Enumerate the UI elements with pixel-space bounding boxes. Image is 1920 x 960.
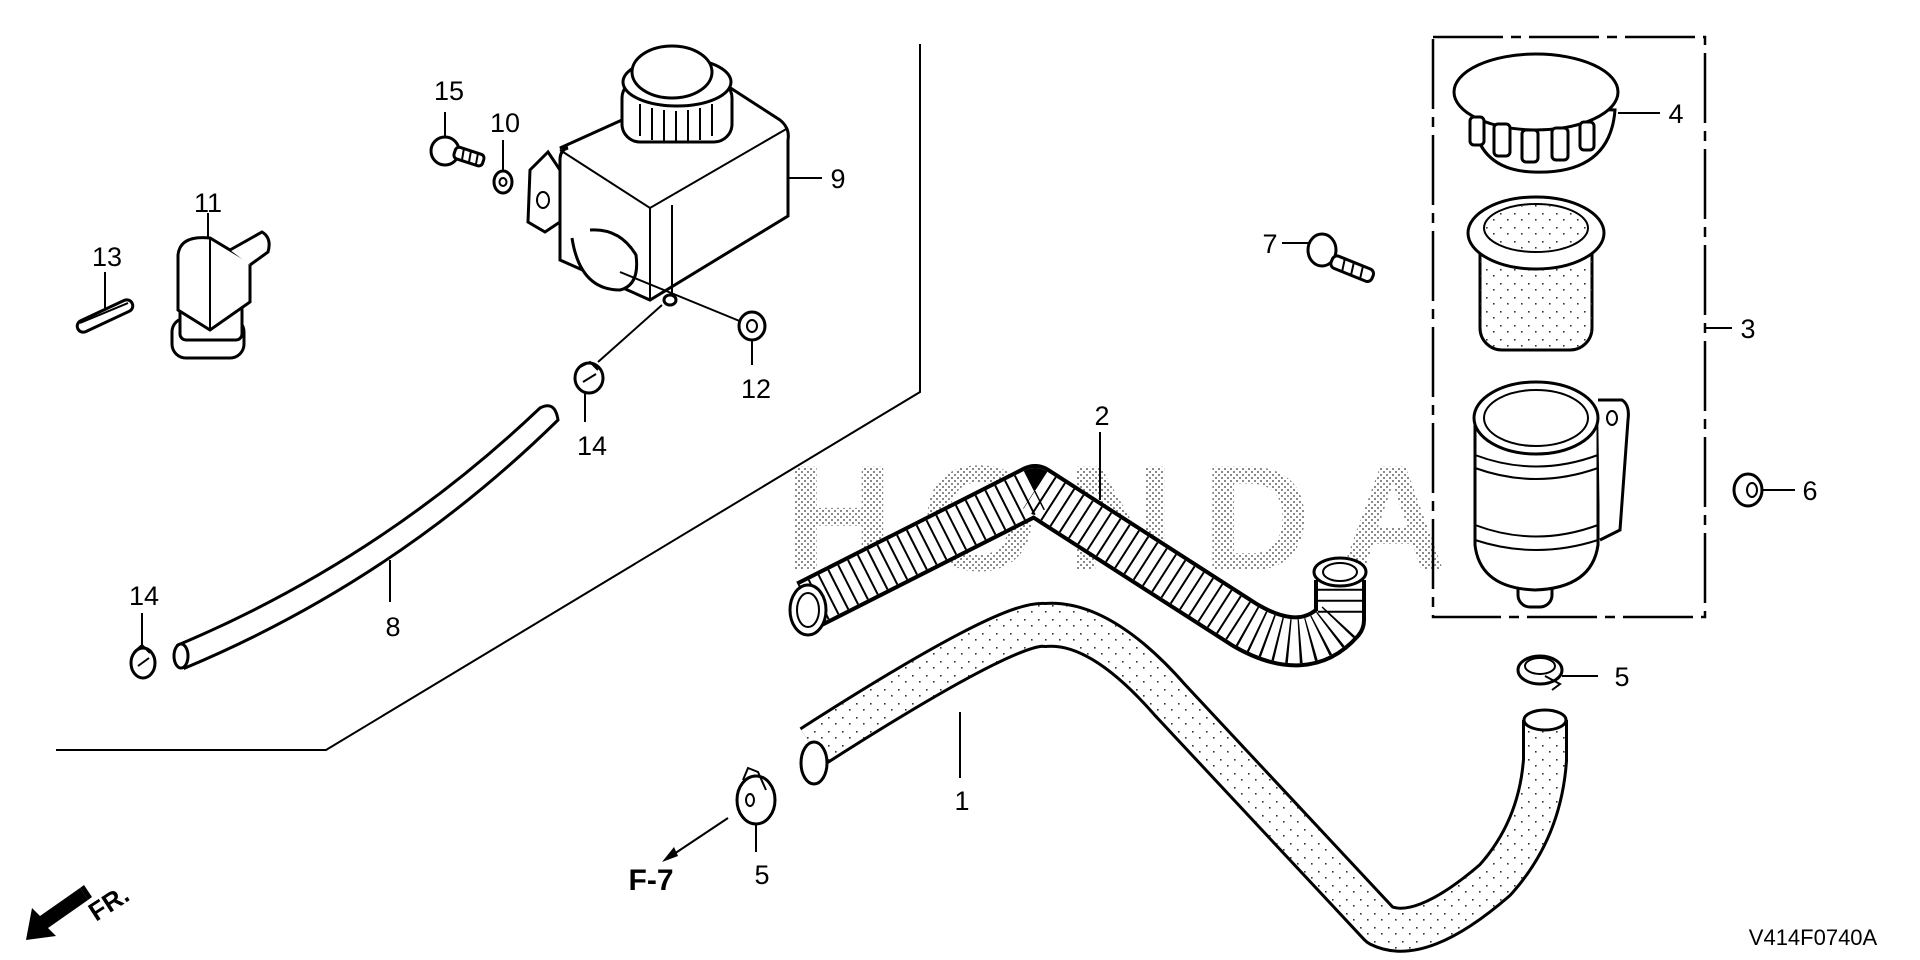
callout-1[interactable]: 1 [954, 786, 969, 816]
callout-10[interactable]: 10 [490, 108, 520, 138]
callout-8[interactable]: 8 [385, 612, 400, 642]
flange-bolt-icon[interactable] [1306, 232, 1376, 283]
cotter-pin-icon[interactable] [75, 298, 135, 334]
callout-2[interactable]: 2 [1094, 401, 1109, 431]
hose-clamp-icon[interactable] [735, 766, 777, 826]
nut-icon[interactable] [1732, 472, 1764, 508]
callout-4[interactable]: 4 [1668, 99, 1683, 129]
callout-14-lower[interactable]: 14 [129, 581, 159, 611]
callout-11[interactable]: 11 [194, 188, 222, 218]
tube-clip-icon[interactable] [129, 643, 157, 680]
callout-3[interactable]: 3 [1740, 314, 1755, 344]
tube-icon[interactable] [172, 404, 560, 671]
callout-13[interactable]: 13 [92, 242, 122, 272]
front-direction-arrow-icon [26, 885, 92, 940]
callout-6[interactable]: 6 [1802, 476, 1817, 506]
reference-link-f7[interactable]: F-7 [629, 864, 674, 897]
washer-icon[interactable] [492, 169, 514, 195]
hose-texture [801, 604, 1565, 950]
reservoir-cap-icon[interactable] [1452, 52, 1620, 174]
callout-12[interactable]: 12 [741, 374, 771, 404]
group-boundary-line [56, 44, 921, 751]
callout-7[interactable]: 7 [1262, 229, 1277, 259]
hose-clamp-icon[interactable] [1516, 654, 1564, 691]
callout-9[interactable]: 9 [830, 164, 845, 194]
callout-5-lower[interactable]: 5 [754, 860, 769, 890]
nut-icon[interactable] [737, 310, 767, 342]
tube-clip-icon[interactable] [573, 360, 605, 395]
callout-5-right[interactable]: 5 [1614, 662, 1629, 692]
reference-arrow-line [667, 817, 729, 859]
leader-12-guide [619, 271, 743, 323]
tank-icon[interactable] [526, 44, 790, 307]
corrugated-hose-icon[interactable] [788, 464, 1368, 668]
leader-14-guide [597, 304, 663, 363]
callout-15[interactable]: 15 [434, 76, 464, 106]
hose-end-icon [1522, 708, 1568, 732]
flange-bolt-icon[interactable] [429, 135, 486, 168]
filter-icon[interactable] [1466, 195, 1606, 352]
diagram-code: V414F0740A [1749, 925, 1878, 950]
reservoir-body-icon[interactable] [1472, 380, 1630, 609]
front-direction-label: FR. [83, 879, 134, 927]
reference-arrow-icon [662, 847, 678, 862]
hose-end-icon [799, 740, 829, 786]
callout-14-upper[interactable]: 14 [577, 431, 607, 461]
elbow-joint-icon[interactable] [170, 230, 271, 360]
